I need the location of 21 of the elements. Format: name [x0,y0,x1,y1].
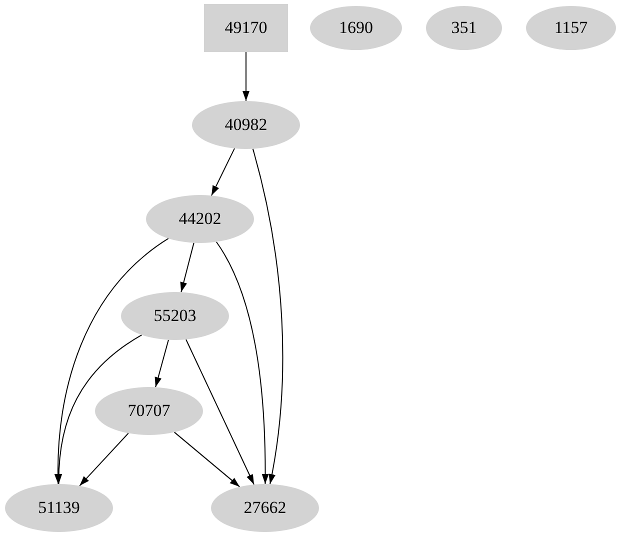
arrow [174,432,240,488]
box-node: 49170 [204,4,288,52]
ellipse-node: 27662 [211,484,319,532]
ellipse-node: 44202 [146,195,254,243]
arrow [210,148,236,196]
ellipse-node: 1157 [526,6,616,50]
arrow [242,52,250,102]
ellipse-node: 70707 [95,387,203,435]
arrow [54,238,169,484]
arrow [186,339,254,485]
arrow [154,339,169,388]
arrow [55,334,142,484]
ellipse-node: 51139 [5,484,113,532]
ellipse-node: 55203 [121,292,229,340]
ellipse-node: 40982 [192,101,300,149]
arrow [216,241,269,484]
arrow [180,242,194,293]
ellipse-node: 1690 [310,6,402,50]
arrow [252,148,284,485]
arrow [79,432,129,486]
ellipse-node: 351 [426,6,502,50]
